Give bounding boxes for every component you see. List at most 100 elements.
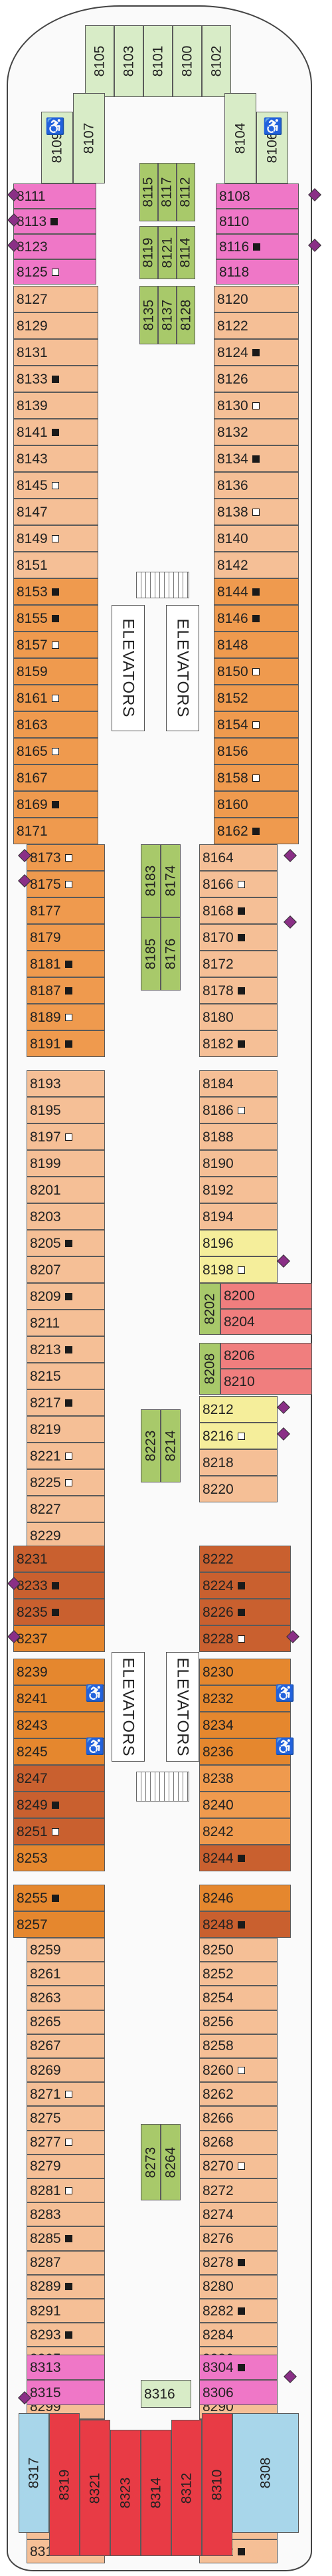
cabin-8139[interactable]: 8139: [13, 392, 98, 419]
cabin-8142[interactable]: 8142: [214, 552, 299, 578]
cabin-8220[interactable]: 8220: [199, 1476, 278, 1502]
cabin-8109[interactable]: 8109: [41, 112, 73, 183]
cabin-8237[interactable]: 8237: [13, 1625, 105, 1652]
cabin-8184[interactable]: 8184: [199, 1070, 278, 1097]
cabin-8266[interactable]: 8266: [199, 2106, 278, 2131]
cabin-8323[interactable]: 8323: [110, 2430, 141, 2556]
cabin-8316[interactable]: 8316: [141, 2380, 191, 2408]
cabin-8306[interactable]: 8306: [199, 2380, 278, 2405]
cabin-8163[interactable]: 8163: [13, 711, 98, 738]
cabin-8207[interactable]: 8207: [27, 1256, 105, 1283]
cabin-8186[interactable]: 8186: [199, 1097, 278, 1123]
cabin-8235[interactable]: 8235: [13, 1599, 105, 1625]
cabin-8273[interactable]: 8273: [141, 2124, 161, 2200]
cabin-8267[interactable]: 8267: [27, 2034, 105, 2058]
cabin-8179[interactable]: 8179: [27, 924, 105, 951]
cabin-8201[interactable]: 8201: [27, 1177, 105, 1203]
cabin-8247[interactable]: 8247: [13, 1765, 105, 1792]
cabin-8127[interactable]: 8127: [13, 286, 98, 312]
cabin-8249[interactable]: 8249: [13, 1792, 105, 1818]
cabin-8151[interactable]: 8151: [13, 552, 98, 578]
cabin-8243[interactable]: 8243: [13, 1712, 105, 1738]
cabin-8178[interactable]: 8178: [199, 977, 278, 1004]
cabin-8211[interactable]: 8211: [27, 1310, 105, 1336]
cabin-8108[interactable]: 8108: [216, 183, 299, 209]
cabin-8129[interactable]: 8129: [13, 312, 98, 339]
cabin-8134[interactable]: 8134: [214, 445, 299, 472]
cabin-8145[interactable]: 8145: [13, 472, 98, 499]
cabin-8118[interactable]: 8118: [216, 259, 299, 285]
cabin-8228[interactable]: 8228: [199, 1625, 291, 1652]
cabin-8170[interactable]: 8170: [199, 924, 278, 951]
cabin-8181[interactable]: 8181: [27, 951, 105, 977]
cabin-8101[interactable]: 8101: [143, 25, 173, 97]
cabin-8209[interactable]: 8209: [27, 1283, 105, 1310]
cabin-8157[interactable]: 8157: [13, 632, 98, 658]
cabin-8197[interactable]: 8197: [27, 1123, 105, 1150]
cabin-8166[interactable]: 8166: [199, 871, 278, 897]
cabin-8116[interactable]: 8116: [216, 234, 299, 259]
cabin-8175[interactable]: 8175: [27, 871, 105, 897]
cabin-8205[interactable]: 8205: [27, 1230, 105, 1256]
cabin-8193[interactable]: 8193: [27, 1070, 105, 1097]
cabin-8312[interactable]: 8312: [171, 2420, 202, 2556]
cabin-8248[interactable]: 8248: [199, 1911, 291, 1938]
cabin-8113[interactable]: 8113: [13, 209, 96, 234]
cabin-8173[interactable]: 8173: [27, 844, 105, 871]
cabin-8280[interactable]: 8280: [199, 2274, 278, 2299]
cabin-8132[interactable]: 8132: [214, 419, 299, 445]
cabin-8154[interactable]: 8154: [214, 711, 299, 738]
cabin-8206[interactable]: 8206: [220, 1343, 312, 1369]
cabin-8215[interactable]: 8215: [27, 1363, 105, 1389]
cabin-8283[interactable]: 8283: [27, 2202, 105, 2227]
cabin-8236[interactable]: 8236: [199, 1738, 291, 1765]
cabin-8285[interactable]: 8285: [27, 2226, 105, 2251]
cabin-8102[interactable]: 8102: [202, 25, 231, 97]
cabin-8128[interactable]: 8128: [177, 286, 195, 344]
cabin-8254[interactable]: 8254: [199, 1986, 278, 2010]
cabin-8244[interactable]: 8244: [199, 1845, 291, 1871]
cabin-8174[interactable]: 8174: [161, 844, 181, 917]
cabin-8314[interactable]: 8314: [141, 2430, 171, 2556]
cabin-8255[interactable]: 8255: [13, 1885, 105, 1911]
cabin-8310[interactable]: 8310: [202, 2413, 232, 2556]
cabin-8176[interactable]: 8176: [161, 917, 181, 991]
cabin-8133[interactable]: 8133: [13, 366, 98, 392]
cabin-8317[interactable]: 8317: [19, 2413, 49, 2533]
cabin-8226[interactable]: 8226: [199, 1599, 291, 1625]
cabin-8278[interactable]: 8278: [199, 2250, 278, 2275]
cabin-8172[interactable]: 8172: [199, 951, 278, 977]
cabin-8104[interactable]: 8104: [224, 93, 256, 183]
cabin-8196[interactable]: 8196: [199, 1230, 278, 1256]
cabin-8110[interactable]: 8110: [216, 209, 299, 234]
cabin-8130[interactable]: 8130: [214, 392, 299, 419]
cabin-8240[interactable]: 8240: [199, 1792, 291, 1818]
cabin-8148[interactable]: 8148: [214, 632, 299, 658]
cabin-8222[interactable]: 8222: [199, 1546, 291, 1572]
cabin-8291[interactable]: 8291: [27, 2299, 105, 2323]
cabin-8293[interactable]: 8293: [27, 2323, 105, 2347]
cabin-8169[interactable]: 8169: [13, 791, 98, 818]
cabin-8135[interactable]: 8135: [139, 286, 158, 344]
cabin-8281[interactable]: 8281: [27, 2178, 105, 2203]
cabin-8153[interactable]: 8153: [13, 578, 98, 605]
cabin-8242[interactable]: 8242: [199, 1818, 291, 1845]
cabin-8213[interactable]: 8213: [27, 1336, 105, 1363]
cabin-8131[interactable]: 8131: [13, 339, 98, 366]
cabin-8198[interactable]: 8198: [199, 1256, 278, 1283]
cabin-8233[interactable]: 8233: [13, 1572, 105, 1599]
cabin-8275[interactable]: 8275: [27, 2106, 105, 2131]
cabin-8192[interactable]: 8192: [199, 1177, 278, 1203]
cabin-8123[interactable]: 8123: [13, 234, 96, 259]
cabin-8279[interactable]: 8279: [27, 2154, 105, 2178]
cabin-8188[interactable]: 8188: [199, 1123, 278, 1150]
cabin-8141[interactable]: 8141: [13, 419, 98, 445]
cabin-8252[interactable]: 8252: [199, 1962, 278, 1986]
cabin-8189[interactable]: 8189: [27, 1004, 105, 1030]
cabin-8171[interactable]: 8171: [13, 818, 98, 844]
cabin-8180[interactable]: 8180: [199, 1004, 278, 1030]
cabin-8105[interactable]: 8105: [85, 25, 114, 97]
cabin-8106[interactable]: 8106: [256, 112, 288, 183]
cabin-8264[interactable]: 8264: [161, 2124, 181, 2200]
cabin-8190[interactable]: 8190: [199, 1150, 278, 1177]
